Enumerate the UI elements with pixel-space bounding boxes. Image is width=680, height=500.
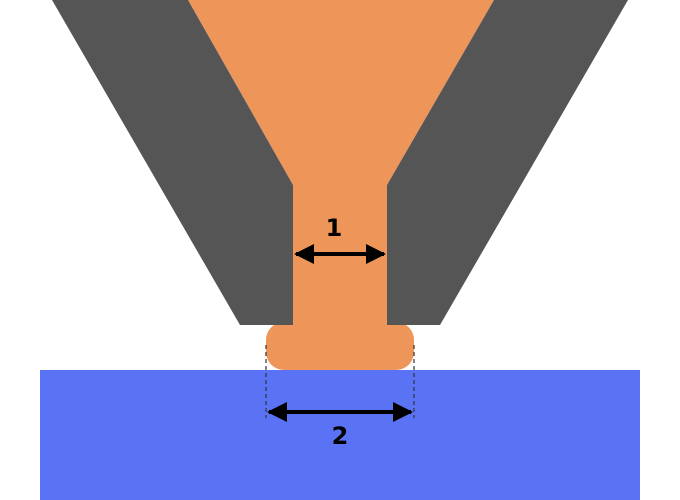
nozzle-right-wall	[387, 0, 628, 325]
nozzle-opening-label: 1	[326, 214, 343, 242]
nozzle-left-wall	[52, 0, 293, 325]
extruded-width-label: 2	[332, 422, 349, 450]
extruded-bead	[266, 322, 414, 370]
print-bed	[40, 370, 640, 500]
filament-in-nozzle	[188, 0, 494, 328]
